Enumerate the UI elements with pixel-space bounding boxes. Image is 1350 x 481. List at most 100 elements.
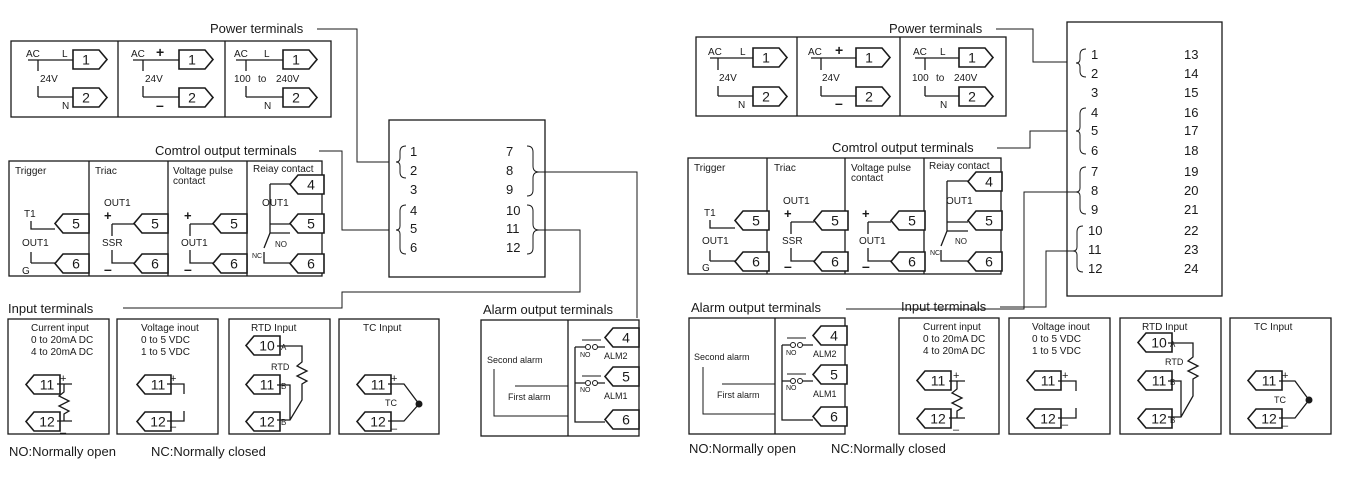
wire-path (846, 191, 1076, 310)
terminal-12: 12 (355, 411, 392, 432)
terminal-2: 2 (282, 87, 319, 108)
wire-path (189, 223, 213, 264)
diagram-label: – (170, 421, 177, 433)
terminal-6: 6 (53, 253, 90, 274)
wire-circle (790, 378, 796, 384)
terminal-tag-number: 6 (752, 254, 760, 270)
tb-num-1: 1 (410, 144, 417, 159)
terminal-tag-outline (915, 408, 952, 429)
terminal-12: 12 (135, 411, 172, 432)
terminal-tag-outline (355, 411, 392, 432)
diagram-label: NO (955, 237, 967, 246)
diagram-label: + (862, 206, 870, 221)
terminal-tag-outline (811, 325, 848, 346)
tb-num-3: 3 (1091, 85, 1098, 100)
terminal-tag-outline (135, 411, 172, 432)
terminal-1: 1 (72, 49, 109, 70)
terminal-2: 2 (855, 86, 892, 107)
diagram-label: + (104, 208, 112, 223)
diagram-label: RTD (271, 362, 290, 372)
terminal-tag-outline (244, 335, 281, 356)
tb-num-8: 8 (1091, 183, 1098, 198)
terminal-tag-number: 5 (831, 213, 839, 229)
wire-path (781, 344, 813, 421)
wire-path (582, 339, 601, 377)
diagram-label: N (62, 101, 69, 112)
legend-normally-closed: NC:Normally closed (151, 444, 266, 459)
terminal-tag-number: 4 (622, 330, 630, 346)
terminal-12: 12 (915, 408, 952, 429)
terminal-6: 6 (288, 253, 325, 274)
power-terminals-heading: Power terminals (210, 21, 304, 36)
terminal-4: 4 (966, 171, 1003, 192)
terminal-5: 5 (733, 210, 770, 231)
diagram-label: B (281, 382, 286, 391)
diagram-label: TC Input (363, 323, 402, 334)
diagram-label: 4 to 20mA DC (31, 347, 93, 358)
terminal-5: 5 (966, 210, 1003, 231)
diagram-label: ALM2 (604, 351, 628, 361)
power-panel-dc-24v: AC + 24V – 1 2 (131, 44, 215, 113)
terminal-tag-number: 5 (908, 213, 916, 229)
terminal-6: 6 (812, 251, 849, 272)
terminal-tag-number: 12 (150, 414, 166, 430)
terminal-tag-outline (1136, 408, 1173, 429)
wire-path (996, 28, 1072, 63)
tb-num-23: 23 (1184, 242, 1198, 257)
wire-path (123, 229, 581, 309)
diagram-label: Current input (923, 322, 981, 333)
diagram-label: 100 (234, 74, 251, 85)
diagram-label: NC (930, 250, 940, 257)
tb-num-5: 5 (1091, 123, 1098, 138)
input-panels-12: Current input 0 to 20mA DC 4 to 20mA DC … (7, 318, 440, 439)
terminal-5: 5 (811, 364, 848, 385)
control-panel-trigger: Trigger T1 OUT1 G 5 6 (694, 163, 770, 274)
wire-path (57, 383, 72, 422)
diagram-label: – (784, 258, 792, 274)
wire-path (1075, 48, 1087, 78)
diagram-label: – (60, 427, 67, 439)
diagram-label: Triac (95, 166, 117, 177)
terminal-4: 4 (811, 325, 848, 346)
terminal-tag-number: 10 (1151, 335, 1167, 351)
diagram-label: TC Input (1254, 322, 1293, 333)
terminal-11: 11 (135, 374, 172, 395)
diagram-label: AC (131, 49, 145, 60)
diagram-label: 24V (145, 74, 163, 85)
tb-num-9: 9 (1091, 202, 1098, 217)
terminal-tag-number: 5 (622, 369, 630, 385)
terminal-6: 6 (603, 409, 640, 430)
terminal-12: 12 (24, 411, 61, 432)
wire-circle (797, 342, 803, 348)
diagram-label: OUT1 (262, 198, 289, 209)
terminal-tag-outline (855, 47, 892, 68)
control-panel-triac: Triac OUT1 + SSR – 5 6 (95, 166, 169, 277)
terminal-tag-outline (889, 251, 926, 272)
terminal-tag-number: 6 (985, 254, 993, 270)
diagram-label: 24V (719, 73, 737, 84)
diagram-label: + (1282, 370, 1288, 382)
terminal-2: 2 (72, 87, 109, 108)
wire-path (395, 145, 407, 179)
diagram-label: OUT1 (946, 196, 973, 207)
terminal-tag-number: 2 (188, 90, 196, 106)
diagram-label: contact (173, 176, 205, 187)
wire-rect (10, 40, 332, 118)
terminal-tag-number: 6 (230, 256, 238, 272)
diagram-label: Reiay contact (929, 161, 990, 172)
diagram-label: OUT1 (104, 198, 131, 209)
tb-num-7: 7 (506, 144, 513, 159)
tb-num-6: 6 (410, 240, 417, 255)
terminal-tag-outline (958, 86, 995, 107)
tb-num-3: 3 (410, 182, 417, 197)
wire-path (539, 171, 638, 318)
tb-num-2: 2 (410, 163, 417, 178)
diagram-label: RTD (1165, 357, 1184, 367)
diagram-label: ALM1 (813, 389, 837, 399)
wire-path (1075, 107, 1087, 155)
wire-circle (585, 344, 591, 350)
diagram-label: – (184, 261, 192, 277)
diagram-label: 0 to 5 VDC (1032, 334, 1081, 345)
wire-path (30, 221, 55, 264)
